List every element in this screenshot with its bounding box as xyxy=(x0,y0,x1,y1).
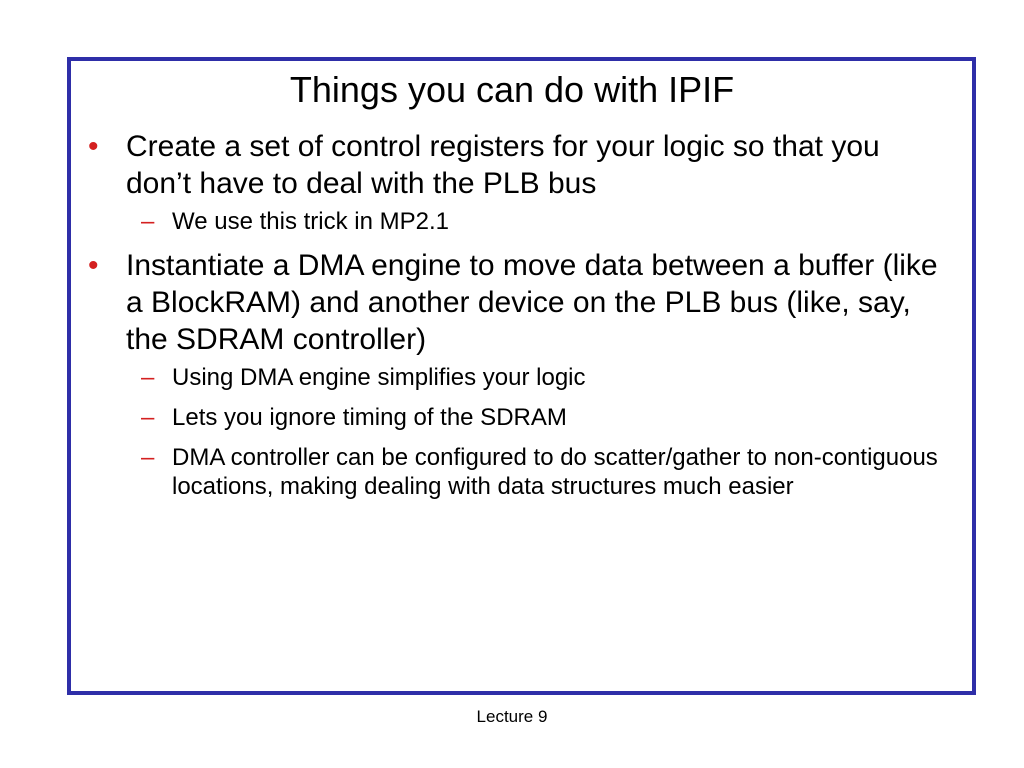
sub-bullet-marker: – xyxy=(141,404,155,431)
bullet-marker: • xyxy=(88,130,99,163)
sub-bullet-list: – We use this trick in MP2.1 xyxy=(126,207,938,236)
sub-bullet-item: – DMA controller can be configured to do… xyxy=(126,443,938,501)
sub-bullet-item: – We use this trick in MP2.1 xyxy=(126,207,938,236)
bullet-item: • Instantiate a DMA engine to move data … xyxy=(78,247,938,501)
sub-bullet-text: DMA controller can be configured to do s… xyxy=(172,444,938,500)
slide-footer: Lecture 9 xyxy=(476,707,548,726)
bullet-marker: • xyxy=(88,249,99,282)
sub-bullet-item: – Using DMA engine simplifies your logic xyxy=(126,363,938,392)
bullet-text: Instantiate a DMA engine to move data be… xyxy=(126,249,938,356)
bullet-list: • Create a set of control registers for … xyxy=(78,128,938,512)
sub-bullet-marker: – xyxy=(141,208,155,235)
sub-bullet-marker: – xyxy=(141,364,155,391)
sub-bullet-text: We use this trick in MP2.1 xyxy=(172,208,449,235)
sub-bullet-marker: – xyxy=(141,444,155,471)
bullet-item: • Create a set of control registers for … xyxy=(78,128,938,236)
sub-bullet-list: – Using DMA engine simplifies your logic… xyxy=(126,363,938,501)
sub-bullet-item: – Lets you ignore timing of the SDRAM xyxy=(126,403,938,432)
bullet-text: Create a set of control registers for yo… xyxy=(126,130,880,200)
sub-bullet-text: Using DMA engine simplifies your logic xyxy=(172,364,586,391)
slide-title: Things you can do with IPIF xyxy=(289,69,735,110)
sub-bullet-text: Lets you ignore timing of the SDRAM xyxy=(172,404,567,431)
slide-frame xyxy=(67,57,976,695)
